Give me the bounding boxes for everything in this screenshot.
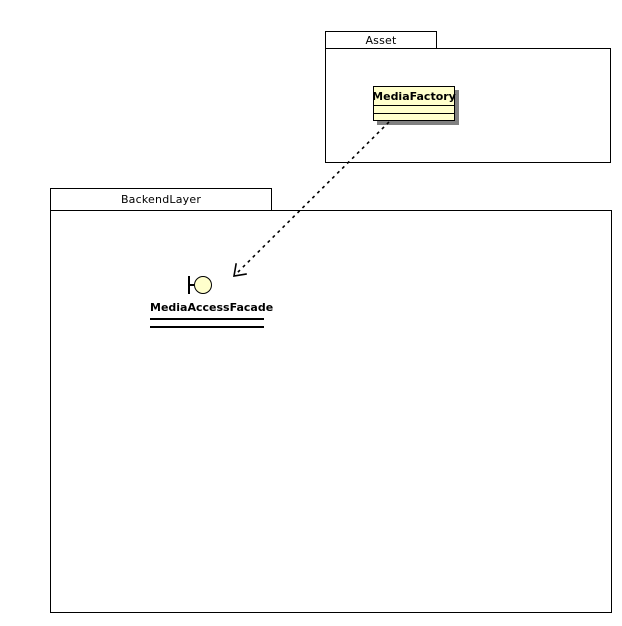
package-backendlayer-label: BackendLayer [120,193,202,206]
class-mediafactory-name: MediaFactory [372,87,456,106]
package-asset-tab[interactable]: Asset [325,31,437,49]
class-mediafactory-attributes [374,106,454,114]
package-asset-label: Asset [365,33,397,47]
lollipop-stem [188,284,194,286]
package-backendlayer-tab[interactable]: BackendLayer [50,188,272,211]
package-asset-body[interactable] [325,48,611,163]
class-mediafactory[interactable]: MediaFactory [372,86,456,121]
interface-mediaaccessfacade-label: MediaAccessFacade [150,301,274,314]
interface-compartment-rule-2 [150,326,264,328]
interface-compartment-rule-1 [150,318,264,320]
package-backendlayer-body[interactable] [50,210,612,613]
lollipop-ball-icon [194,276,212,294]
